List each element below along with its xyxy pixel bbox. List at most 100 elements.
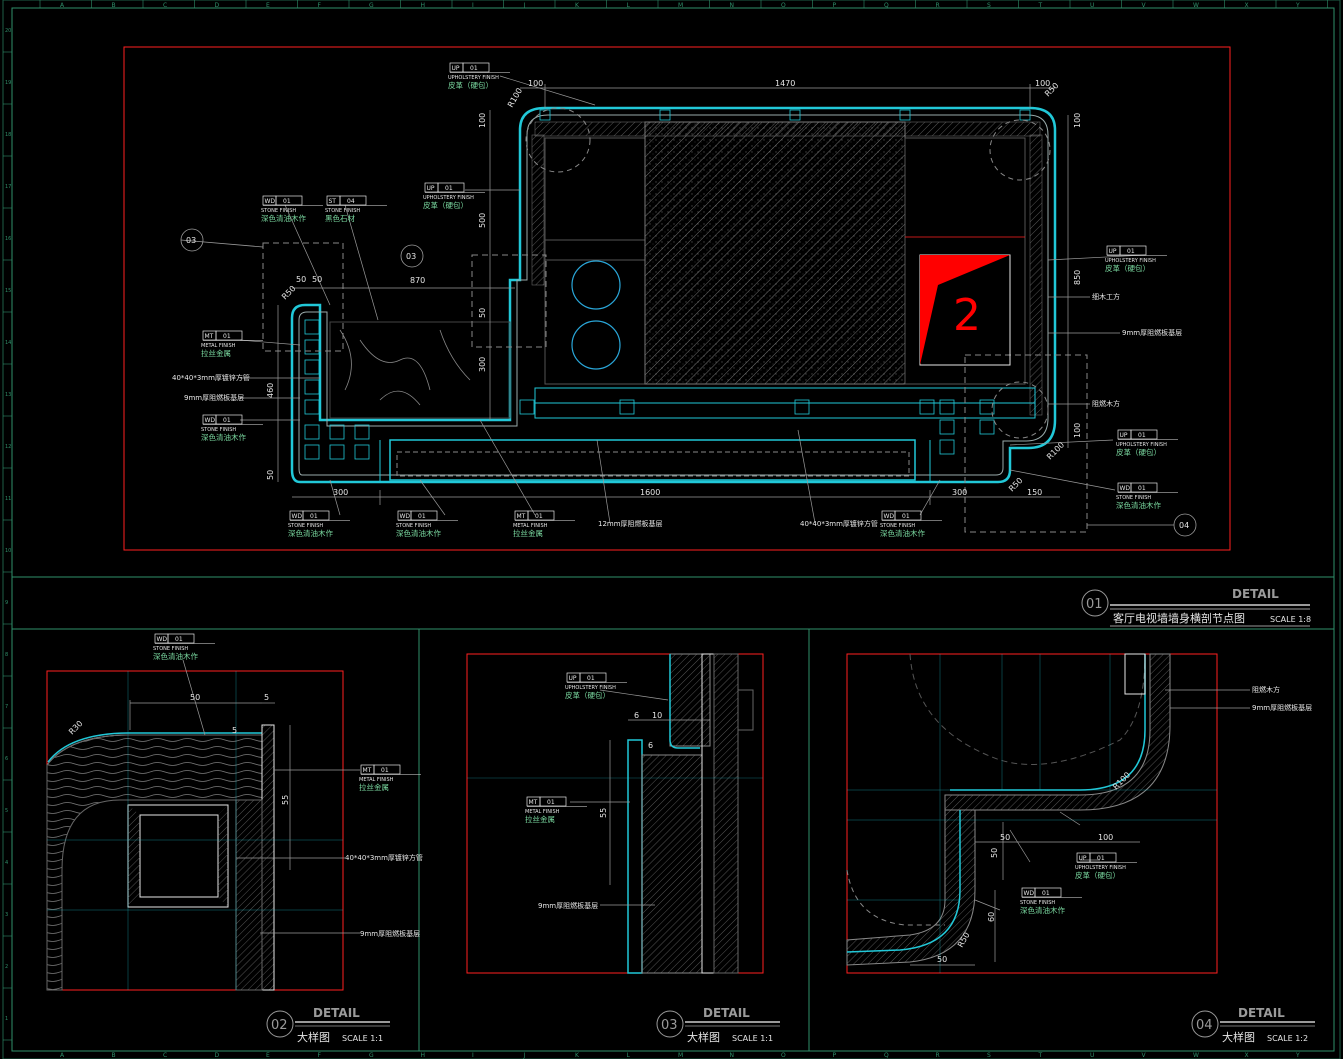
- tag-chinese: 拉丝金属: [359, 782, 389, 792]
- note-text: 细木工方: [1092, 292, 1120, 301]
- ruler-label: L: [627, 1052, 631, 1059]
- ruler-label: O: [781, 2, 786, 9]
- tag-code: UP: [1079, 855, 1087, 862]
- ruler-label: A: [60, 2, 65, 9]
- ruler-label: J: [523, 1052, 526, 1059]
- ruler-label: S: [987, 2, 991, 9]
- title-scale: SCALE 1:8: [1270, 615, 1311, 624]
- tag-english: UPHOLSTERY FINISH: [565, 685, 616, 691]
- dim-text: 60: [987, 912, 996, 922]
- title-number: 01: [1086, 597, 1103, 612]
- ruler-label: 10: [5, 548, 11, 554]
- dim-text: 150: [1027, 488, 1042, 497]
- title-label: DETAIL: [1232, 587, 1279, 601]
- ruler-label: G: [369, 1052, 374, 1059]
- tag-num: 01: [175, 636, 183, 643]
- ruler-label: M: [678, 1052, 683, 1059]
- ruler-label: W: [1193, 1052, 1199, 1059]
- tag-english: STONE FINISH: [325, 208, 360, 214]
- ruler-label: D: [215, 2, 220, 9]
- tag-code: UP: [452, 65, 460, 72]
- tag-num: 01: [1097, 855, 1105, 862]
- dim-text: 300: [952, 488, 967, 497]
- tag-code: ST: [329, 198, 337, 205]
- tag-english: METAL FINISH: [359, 777, 394, 783]
- dim-text: 100: [1035, 79, 1050, 88]
- tag-code: MT: [205, 333, 214, 340]
- tag-code: WD: [1120, 485, 1131, 492]
- ruler-label: J: [523, 2, 526, 9]
- ruler-label: 1: [5, 1016, 8, 1022]
- ruler-label: Y: [1295, 1052, 1300, 1059]
- tag-num: 01: [587, 675, 595, 682]
- ruler-label: 19: [5, 80, 11, 86]
- dim-text: 300: [478, 357, 487, 372]
- tag-num-box: [1130, 482, 1158, 493]
- tag-num: 01: [535, 513, 543, 520]
- note-text: 12mm厚阻燃板基层: [598, 519, 663, 528]
- title-label: DETAIL: [703, 1006, 750, 1020]
- ruler-label: 3: [5, 912, 8, 918]
- dim-text: 50: [937, 955, 947, 964]
- ruler-label: C: [163, 2, 167, 9]
- detail-02-viewport: [46, 670, 344, 991]
- ruler-label: Q: [884, 2, 889, 9]
- callout-label: 03: [406, 252, 416, 261]
- dim-text: R50: [280, 284, 298, 302]
- title-number: 02: [271, 1018, 288, 1033]
- tag-num: 01: [1138, 432, 1146, 439]
- title-cn: 大样图: [1222, 1030, 1255, 1044]
- ruler-label: Y: [1295, 2, 1300, 9]
- tag-english: STONE FINISH: [1020, 900, 1055, 906]
- dim-text: 50: [990, 848, 999, 858]
- note-text: 40*40*3mm厚镀锌方管: [800, 519, 878, 528]
- tag-english: STONE FINISH: [261, 208, 296, 214]
- dim-text: 870: [410, 276, 425, 285]
- dim-text: 460: [266, 383, 275, 398]
- tag-chinese: 深色清油木作: [880, 528, 925, 538]
- tag-english: UPHOLSTERY FINISH: [1075, 865, 1126, 871]
- tag-chinese: 深色清油木作: [288, 528, 333, 538]
- title-circle: [266, 1010, 294, 1038]
- tag-chinese: 皮革（硬包）: [1105, 263, 1150, 273]
- tag-num-box: [437, 182, 465, 193]
- title-scale: SCALE 1:1: [342, 1034, 383, 1043]
- ruler-label: H: [421, 2, 426, 9]
- dim-text: 1470: [775, 79, 795, 88]
- tag-english: UPHOLSTERY FINISH: [1116, 442, 1167, 448]
- ruler-label: L: [627, 2, 631, 9]
- tag-num-box: [215, 414, 243, 425]
- detail-03-dims: 6 10 6 55: [599, 711, 662, 818]
- detail-04-drawing: [846, 653, 1250, 973]
- tag-num-box: [1034, 887, 1062, 898]
- ruler-label: M: [678, 2, 683, 9]
- tag-num: 01: [418, 513, 426, 520]
- note-text: 9mm厚阻燃板基层: [360, 929, 420, 938]
- tag-code: WD: [884, 513, 895, 520]
- title-circle: [1191, 1010, 1219, 1038]
- dim-text: R100: [506, 86, 524, 109]
- tag-num: 01: [547, 799, 555, 806]
- note-text: 9mm厚阻燃板基层: [1122, 328, 1182, 337]
- ruler-label: B: [112, 1052, 116, 1059]
- dim-text: 500: [478, 213, 487, 228]
- tag-num: 01: [310, 513, 318, 520]
- ruler-label: A: [60, 1052, 65, 1059]
- ruler-label: E: [266, 1052, 270, 1059]
- ruler-label: P: [833, 1052, 837, 1059]
- ruler-label: F: [318, 2, 322, 9]
- detail-04-viewport: [846, 653, 1218, 974]
- detail-04-notes: 阻燃木方 9mm厚阻燃板基层: [1252, 685, 1312, 712]
- tag-code: WD: [265, 198, 276, 205]
